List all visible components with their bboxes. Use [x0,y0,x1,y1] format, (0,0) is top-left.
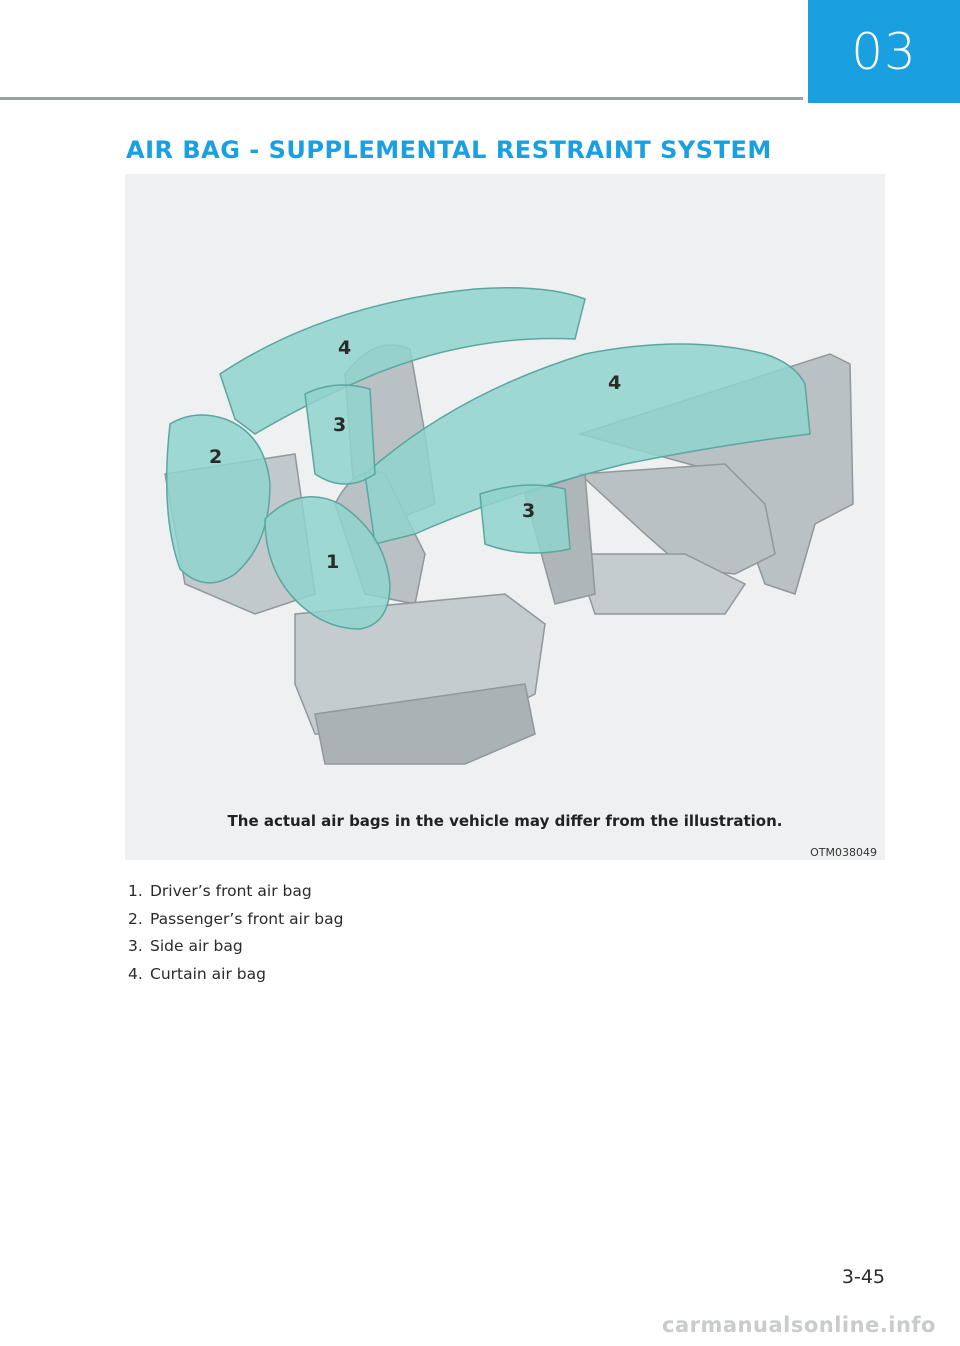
figure-code: OTM038049 [810,846,877,859]
legend-number: 2. [128,909,143,928]
chapter-tab: 03 [808,0,960,103]
watermark: carmanualsonline.info [662,1313,936,1337]
airbag-drawing [164,287,854,765]
passenger-front-airbag [165,414,271,584]
callout-passenger-airbag: 2 [209,446,223,468]
callout-side-airbag: 3 [522,500,536,522]
legend-item: 4. Curtain air bag [128,965,343,993]
airbag-illustration: 4 4 3 3 2 1 The actual air bags in the v… [125,174,885,860]
side-airbag-front [304,384,376,485]
legend-label: Side air bag [150,937,243,955]
legend-label: Curtain air bag [150,964,266,983]
callout-curtain-airbag: 4 [608,372,622,394]
legend-number: 3. [128,937,143,955]
rear-seat-cushion [573,553,747,615]
header-rule [0,97,803,100]
section-title: AIR BAG - SUPPLEMENTAL RESTRAINT SYSTEM [126,136,772,164]
side-airbag-rear [479,484,571,554]
page-number: 3-45 [841,1266,885,1288]
airbag-legend: 1. Driver’s front air bag 2. Passenger’s… [128,882,343,992]
legend-item: 3. Side air bag [128,937,343,965]
callout-curtain-airbag: 4 [338,337,352,359]
legend-number: 1. [128,882,143,900]
callout-driver-airbag: 1 [326,551,340,573]
airbag-shapes [165,287,811,630]
legend-item: 1. Driver’s front air bag [128,882,343,910]
legend-label: Passenger’s front air bag [150,909,344,928]
chapter-number: 03 [851,22,917,81]
callout-side-airbag: 3 [333,414,347,436]
legend-item: 2. Passenger’s front air bag [128,910,343,938]
driver-front-airbag [264,496,391,630]
rear-seat [578,463,776,575]
legend-label: Driver’s front air bag [150,882,312,900]
seat-base [314,683,536,765]
legend-number: 4. [128,964,143,983]
figure-caption: The actual air bags in the vehicle may d… [227,812,783,830]
curtain-airbag-right [364,343,811,545]
